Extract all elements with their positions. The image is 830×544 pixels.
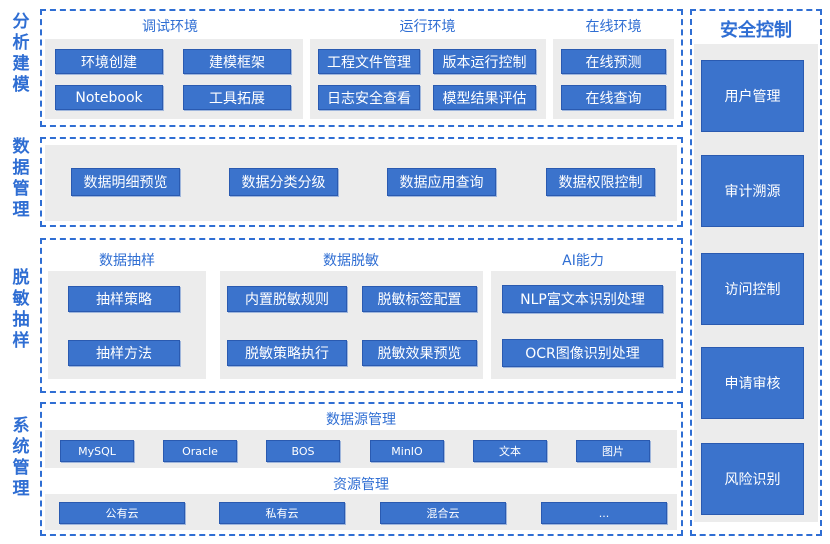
online-query-button[interactable]: 在线查询 <box>561 85 666 110</box>
bos-button[interactable]: BOS <box>266 440 340 462</box>
security-control-title: 安全控制 <box>720 20 792 41</box>
risk-identify-button[interactable]: 风险识别 <box>701 443 804 515</box>
resource-title: 资源管理 <box>333 477 389 493</box>
row-label-desensitization-sampling: 脱敏抽样 <box>12 268 30 351</box>
mysql-button[interactable]: MySQL <box>60 440 134 462</box>
nlp-button[interactable]: NLP富文本识别处理 <box>502 285 663 313</box>
minio-button[interactable]: MinIO <box>370 440 444 462</box>
notebook-button[interactable]: Notebook <box>55 85 163 110</box>
apply-review-button[interactable]: 申请审核 <box>701 347 804 419</box>
image-button[interactable]: 图片 <box>576 440 650 462</box>
data-app-query-button[interactable]: 数据应用查询 <box>387 168 496 196</box>
oracle-button[interactable]: Oracle <box>163 440 237 462</box>
desensitization-sampling-section <box>40 238 683 393</box>
strategy-exec-button[interactable]: 脱敏策略执行 <box>227 340 347 366</box>
builtin-rules-button[interactable]: 内置脱敏规则 <box>227 286 347 312</box>
text-button[interactable]: 文本 <box>473 440 547 462</box>
data-detail-preview-button[interactable]: 数据明细预览 <box>71 168 180 196</box>
sampling-title: 数据抽样 <box>99 253 155 269</box>
row-label-system-management: 系统管理 <box>12 416 30 499</box>
public-cloud-button[interactable]: 公有云 <box>59 502 185 524</box>
data-permission-control-button[interactable]: 数据权限控制 <box>546 168 655 196</box>
hybrid-cloud-button[interactable]: 混合云 <box>380 502 506 524</box>
online-env-title: 在线环境 <box>585 19 642 35</box>
tag-config-button[interactable]: 脱敏标签配置 <box>362 286 477 312</box>
tool-extension-button[interactable]: 工具拓展 <box>183 85 291 110</box>
datasource-panel <box>45 430 677 468</box>
version-run-control-button[interactable]: 版本运行控制 <box>433 49 536 74</box>
ocr-button[interactable]: OCR图像识别处理 <box>502 339 663 367</box>
security-control-section <box>690 9 822 536</box>
data-classification-button[interactable]: 数据分类分级 <box>229 168 338 196</box>
project-file-mgmt-button[interactable]: 工程文件管理 <box>318 49 420 74</box>
env-create-button[interactable]: 环境创建 <box>55 49 163 74</box>
more-cloud-button[interactable]: ... <box>541 502 667 524</box>
desensitization-title: 数据脱敏 <box>323 253 379 269</box>
analysis-modeling-section <box>40 9 683 127</box>
datasource-title: 数据源管理 <box>326 412 396 428</box>
sampling-method-button[interactable]: 抽样方法 <box>68 340 180 366</box>
row-label-data-management: 数据管理 <box>12 137 30 220</box>
run-env-title: 运行环境 <box>399 19 456 35</box>
effect-preview-button[interactable]: 脱敏效果预览 <box>362 340 477 366</box>
row-label-analysis-modeling: 分析建模 <box>12 12 30 95</box>
log-security-view-button[interactable]: 日志安全查看 <box>318 85 420 110</box>
user-management-button[interactable]: 用户管理 <box>701 60 804 132</box>
system-management-section <box>40 402 683 536</box>
debug-env-title: 调试环境 <box>142 19 198 35</box>
data-management-section <box>40 137 683 227</box>
access-control-button[interactable]: 访问控制 <box>701 253 804 325</box>
sampling-strategy-button[interactable]: 抽样策略 <box>68 286 180 312</box>
modeling-framework-button[interactable]: 建模框架 <box>183 49 291 74</box>
private-cloud-button[interactable]: 私有云 <box>219 502 345 524</box>
ai-capability-title: AI能力 <box>562 253 604 269</box>
audit-trace-button[interactable]: 审计溯源 <box>701 155 804 227</box>
online-predict-button[interactable]: 在线预测 <box>561 49 666 74</box>
model-result-eval-button[interactable]: 模型结果评估 <box>433 85 536 110</box>
